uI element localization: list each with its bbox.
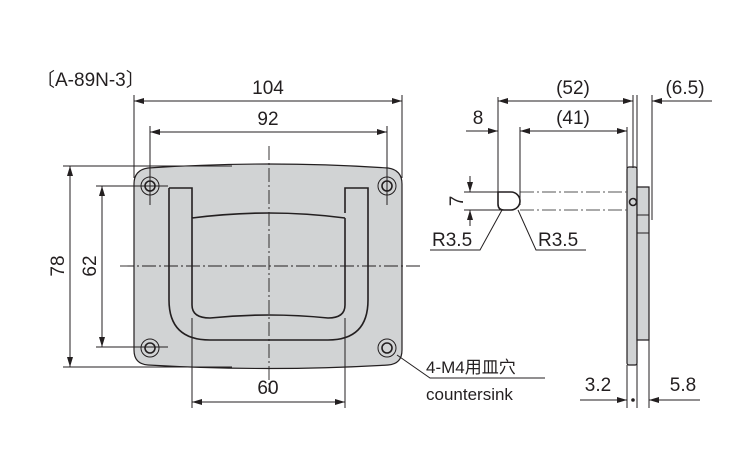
side-bracket — [636, 186, 650, 341]
mounting-holes — [140, 176, 397, 358]
handle-inner — [169, 187, 346, 319]
dim-projection-handle: (41) — [556, 108, 590, 129]
radius-leader-left — [430, 209, 503, 251]
dim-bracket-thickness: 5.8 — [670, 375, 696, 396]
dim-offset: 8 — [473, 108, 484, 129]
dim-bracket-depth: (6.5) — [665, 78, 704, 99]
dim-plate-thickness: 3.2 — [585, 375, 611, 396]
dim-handle-width: 60 — [257, 378, 278, 399]
radius-leader-right — [517, 209, 586, 251]
front-view: 104 92 78 62 60 4-M4用皿穴 countersink — [48, 78, 545, 408]
dim-height-overall: 78 — [48, 255, 69, 276]
dim-hole-pitch-h: 92 — [257, 109, 278, 130]
side-plate — [626, 166, 638, 366]
model-label: 〔A-89N-3〕 — [36, 69, 145, 91]
dim-projection-total: (52) — [556, 78, 590, 99]
hinge-pin — [628, 197, 638, 207]
radius-right: R3.5 — [538, 230, 578, 251]
countersink-hole — [140, 338, 160, 358]
handle-outer — [168, 187, 369, 341]
hole-note-leader — [396, 354, 545, 379]
side-view: (52) (6.5) (41) 8 7 R3.5 R3.5 3.2 5.8 — [430, 78, 712, 408]
hole-note-jp: 4-M4用皿穴 — [426, 358, 516, 377]
radius-left: R3.5 — [432, 230, 472, 251]
countersink-hole — [377, 338, 397, 358]
dim-width-overall: 104 — [252, 78, 284, 99]
handle-section — [497, 191, 521, 211]
dim-hole-pitch-v: 62 — [80, 255, 101, 276]
dim-hinge-dia: 7 — [447, 196, 468, 207]
hole-note-en: countersink — [426, 385, 513, 404]
